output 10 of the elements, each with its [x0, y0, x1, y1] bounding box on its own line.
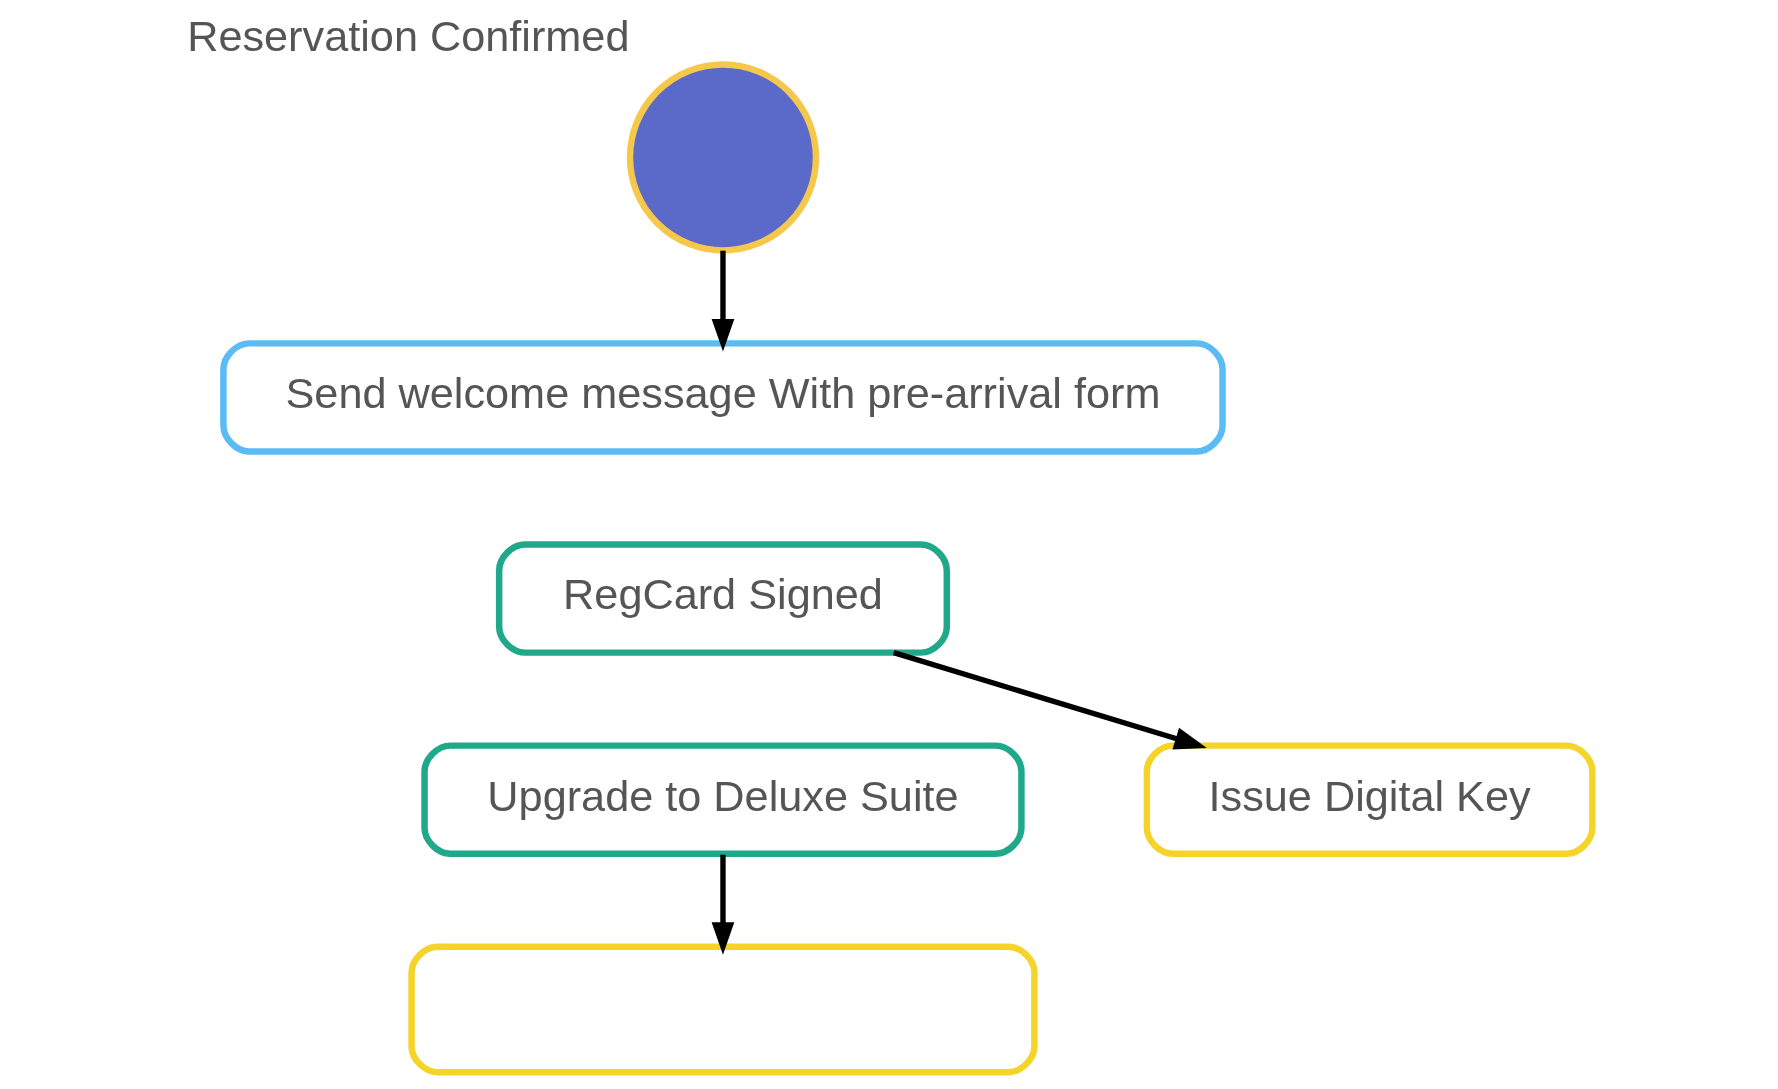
arrow: [711, 854, 734, 955]
arrow: [711, 250, 734, 352]
node-box: Send welcome message With pre-arrival form: [219, 340, 1226, 455]
node-person: [626, 61, 819, 254]
node-box: [407, 943, 1038, 1076]
node-box: Issue Digital Key: [1143, 742, 1596, 857]
node-label: Reservation Confirmed: [186, 12, 629, 61]
node-box: RegCard Signed: [495, 541, 950, 656]
arrow: [892, 650, 1207, 750]
node-box: Upgrade to Deluxe Suite: [420, 742, 1025, 857]
